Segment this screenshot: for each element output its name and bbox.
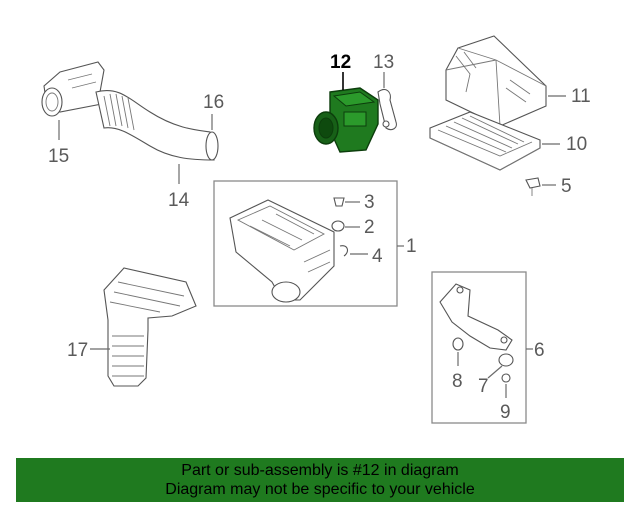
- callout-13[interactable]: 13: [373, 52, 394, 73]
- callout-5[interactable]: 5: [561, 176, 572, 197]
- callout-3[interactable]: 3: [364, 192, 375, 213]
- air-cleaner-housing-drawing: [229, 199, 335, 303]
- callout-8[interactable]: 8: [452, 371, 463, 392]
- callout-2[interactable]: 2: [364, 217, 375, 238]
- grommet-3-drawing: [333, 197, 345, 207]
- intake-hose-drawing: [41, 61, 219, 161]
- callout-12[interactable]: 12: [330, 52, 351, 73]
- air-filter-element-drawing: [429, 111, 541, 171]
- grommet-2-drawing: [331, 220, 345, 232]
- callout-10[interactable]: 10: [566, 134, 587, 155]
- callout-16[interactable]: 16: [203, 92, 224, 113]
- bolt-5-drawing: [525, 177, 541, 196]
- clamp-drawing: [377, 89, 397, 131]
- bracket-drawing: [439, 283, 513, 351]
- callout-9[interactable]: 9: [500, 402, 511, 423]
- callout-11[interactable]: 11: [571, 86, 591, 107]
- callout-4[interactable]: 4: [372, 246, 383, 267]
- callout-1[interactable]: 1: [406, 236, 417, 257]
- info-banner: Part or sub-assembly is #12 in diagram D…: [16, 458, 624, 502]
- mass-air-flow-sensor-drawing[interactable]: [313, 87, 379, 153]
- bracket-assembly-box: [431, 271, 527, 424]
- nut-9-drawing: [501, 373, 511, 383]
- banner-line-2: Diagram may not be specific to your vehi…: [165, 481, 475, 498]
- parts-diagram: 16 15 14 12 13 11 10 5: [41, 35, 591, 424]
- callout-6[interactable]: 6: [534, 340, 545, 361]
- air-cleaner-assembly-box: [213, 180, 398, 307]
- resonator-drawing: [103, 267, 197, 387]
- clip-4-drawing: [339, 245, 349, 257]
- callout-14[interactable]: 14: [168, 190, 190, 211]
- banner-line-1: Part or sub-assembly is #12 in diagram: [181, 462, 459, 479]
- grommet-8-drawing: [452, 337, 464, 351]
- air-cleaner-cover-drawing: [445, 35, 547, 127]
- callout-7[interactable]: 7: [478, 376, 489, 397]
- callout-17[interactable]: 17: [67, 340, 88, 361]
- grommet-7-drawing: [498, 353, 514, 367]
- callout-15[interactable]: 15: [48, 146, 69, 167]
